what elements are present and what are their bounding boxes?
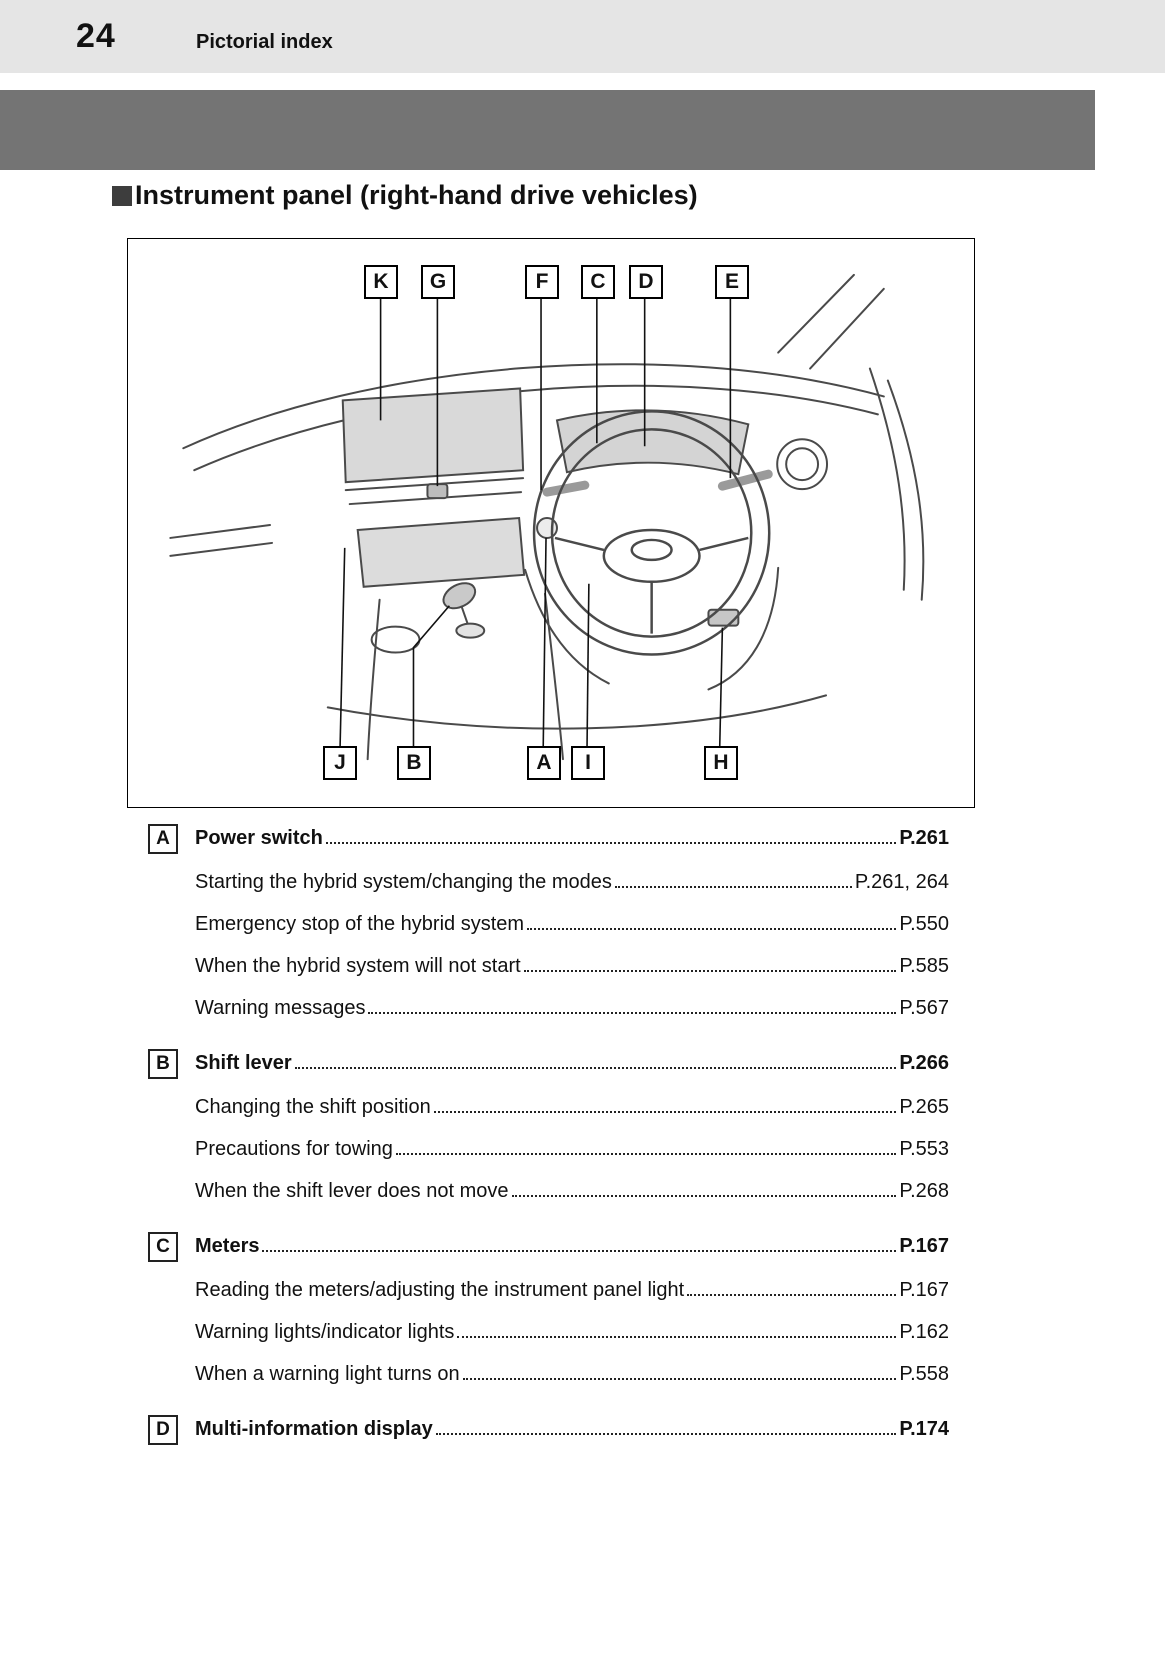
index-item-row: Warning messages P.567 [148, 997, 949, 1039]
index-item-row: When the shift lever does not move P.268 [148, 1180, 949, 1222]
index-section-row: B Shift lever P.266 [148, 1049, 949, 1096]
index-item-label: Starting the hybrid system/changing the … [195, 871, 612, 893]
index-item-row: Emergency stop of the hybrid system P.55… [148, 913, 949, 955]
index-item-label: When the hybrid system will not start [195, 955, 521, 977]
index-section: C Meters P.167 Reading the meters/adjust… [148, 1232, 949, 1405]
index-item-page: P.167 [899, 1279, 949, 1301]
chapter-title: Pictorial index [196, 31, 333, 53]
leader-dots [523, 970, 897, 972]
leader-dots [395, 1153, 897, 1155]
index-item-page: P.550 [899, 913, 949, 935]
index-list: A Power switch P.261 Starting the hybrid… [148, 824, 949, 1462]
index-section-page: P.266 [899, 1052, 949, 1074]
chapter-band [0, 90, 1095, 170]
callout-b: B [397, 746, 431, 780]
instrument-panel-illustration [169, 273, 925, 762]
callout-k: K [364, 265, 398, 299]
index-section-page: P.261 [899, 827, 949, 849]
leader-dots [262, 1250, 897, 1252]
index-item-page: P.558 [899, 1363, 949, 1385]
index-item-page: P.585 [899, 955, 949, 977]
index-item-page: P.162 [899, 1321, 949, 1343]
index-item-label: Emergency stop of the hybrid system [195, 913, 525, 935]
index-section: A Power switch P.261 Starting the hybrid… [148, 824, 949, 1039]
leader-dots [687, 1294, 897, 1296]
index-section-title: Shift lever [195, 1052, 292, 1074]
index-letter-box: C [148, 1232, 178, 1262]
index-section-title: Multi-information display [195, 1418, 433, 1440]
callout-j: J [323, 746, 357, 780]
leader-dots [527, 928, 897, 930]
index-item-row: Reading the meters/adjusting the instrum… [148, 1279, 949, 1321]
index-item-row: Changing the shift position P.265 [148, 1096, 949, 1138]
leader-dots [435, 1433, 897, 1435]
index-item-page: P.265 [899, 1096, 949, 1118]
page-number: 24 [76, 17, 116, 55]
leader-dots [614, 886, 852, 888]
index-item-page: P.567 [899, 997, 949, 1019]
leader-dots [433, 1111, 897, 1113]
index-item-page: P.553 [899, 1138, 949, 1160]
index-letter-box: B [148, 1049, 178, 1079]
callout-a: A [527, 746, 561, 780]
page-heading-text: Instrument panel (right-hand drive vehic… [135, 180, 698, 210]
index-section-page: P.167 [899, 1235, 949, 1257]
index-section-row: D Multi-information display P.174 [148, 1415, 949, 1462]
index-letter-box: A [148, 824, 178, 854]
index-item-row: Precautions for towing P.553 [148, 1138, 949, 1180]
index-item-label: Reading the meters/adjusting the instrum… [195, 1279, 685, 1301]
index-item-label: Warning messages [195, 997, 366, 1019]
leader-dots [368, 1012, 897, 1014]
index-item-page: P.261, 264 [854, 871, 949, 893]
leader-dots [511, 1195, 897, 1197]
callout-g: G [421, 265, 455, 299]
index-item-row: When a warning light turns on P.558 [148, 1363, 949, 1405]
callout-i: I [571, 746, 605, 780]
callout-f: F [525, 265, 559, 299]
page-heading: Instrument panel (right-hand drive vehic… [112, 180, 698, 211]
index-item-row: When the hybrid system will not start P.… [148, 955, 949, 997]
index-item-label: When the shift lever does not move [195, 1180, 509, 1202]
index-item-label: When a warning light turns on [195, 1363, 460, 1385]
index-section-row: C Meters P.167 [148, 1232, 949, 1279]
leader-dots [457, 1336, 897, 1338]
callout-h: H [704, 746, 738, 780]
index-section-title: Power switch [195, 827, 323, 849]
index-letter-box: D [148, 1415, 178, 1445]
leader-dots [462, 1378, 897, 1380]
square-bullet-icon [112, 185, 132, 206]
index-item-label: Precautions for towing [195, 1138, 393, 1160]
index-section: D Multi-information display P.174 [148, 1415, 949, 1462]
index-item-row: Warning lights/indicator lights P.162 [148, 1321, 949, 1363]
index-section: B Shift lever P.266 Changing the shift p… [148, 1049, 949, 1222]
callout-d: D [629, 265, 663, 299]
index-section-title: Meters [195, 1235, 260, 1257]
callout-c: C [581, 265, 615, 299]
index-item-row: Starting the hybrid system/changing the … [148, 871, 949, 913]
callout-e: E [715, 265, 749, 299]
instrument-panel-diagram: K G F C D E J B A I H [127, 238, 975, 808]
index-item-label: Warning lights/indicator lights [195, 1321, 455, 1343]
leader-dots [325, 842, 897, 844]
index-item-page: P.268 [899, 1180, 949, 1202]
leader-dots [294, 1067, 897, 1069]
header-bar: 24 Pictorial index [0, 0, 1165, 73]
index-section-row: A Power switch P.261 [148, 824, 949, 871]
index-section-page: P.174 [899, 1418, 949, 1440]
index-item-label: Changing the shift position [195, 1096, 431, 1118]
